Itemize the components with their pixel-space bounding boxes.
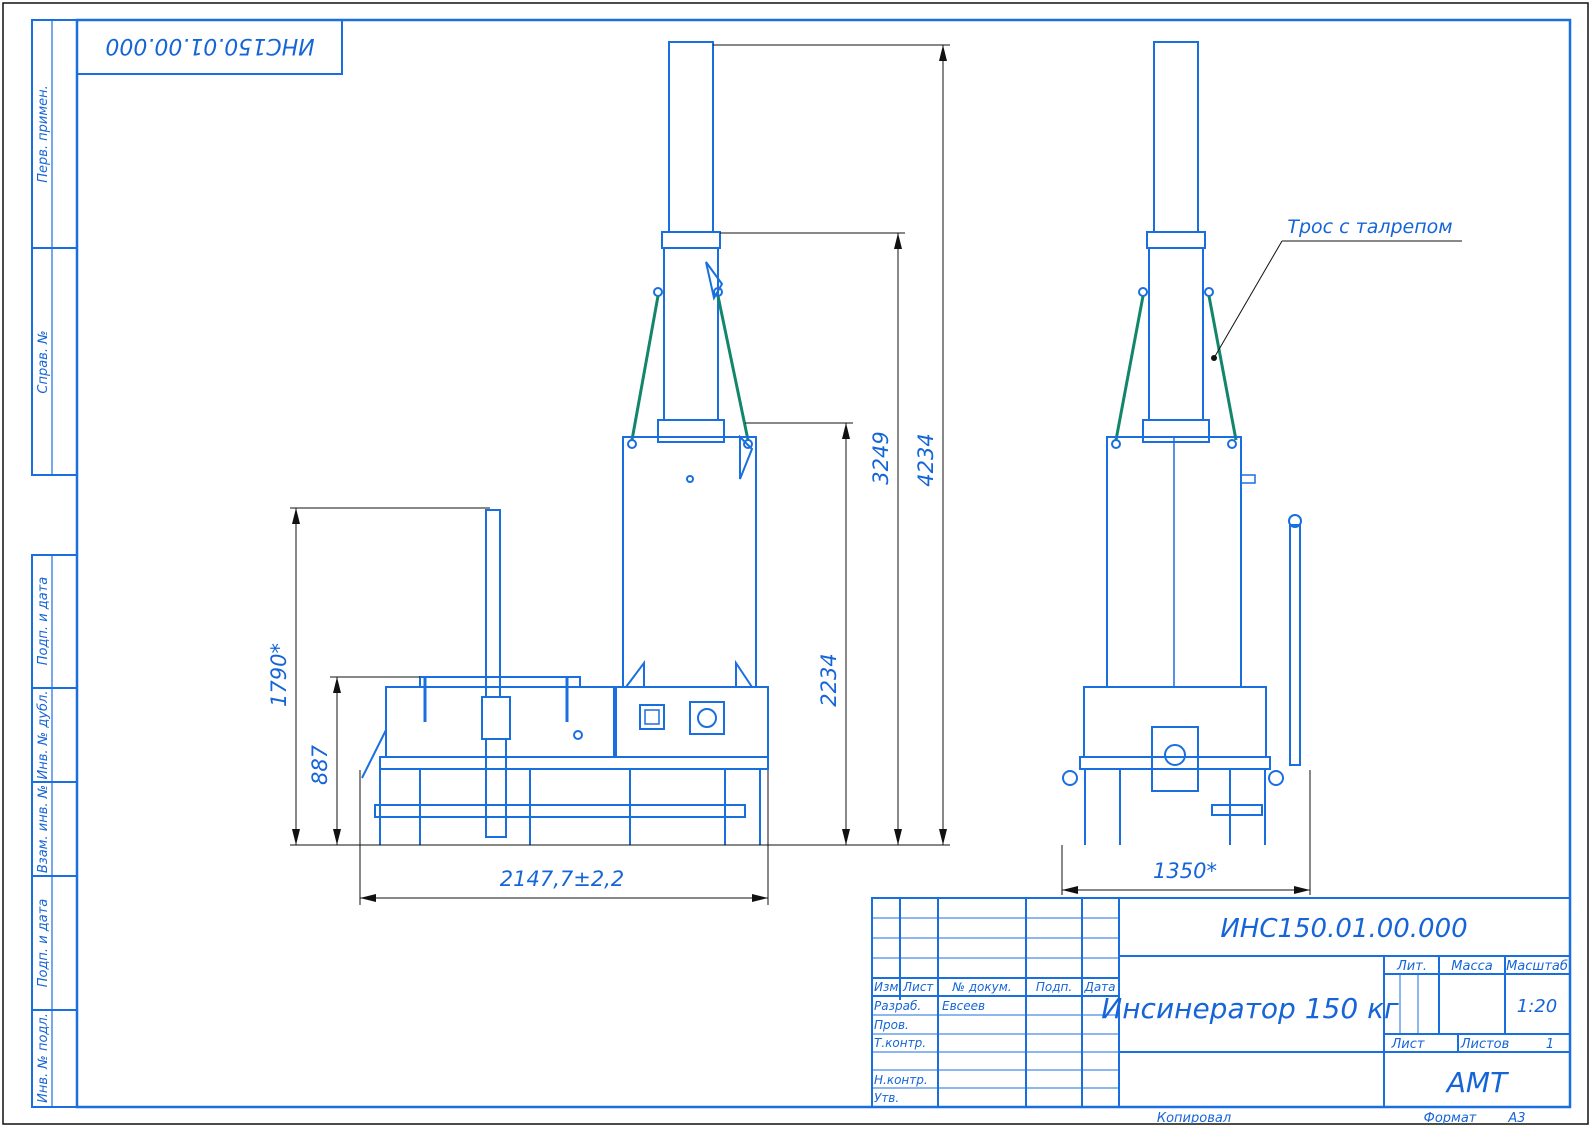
drawing-title: Инсинератор 150 кг xyxy=(1101,992,1399,1025)
side-view xyxy=(1062,41,1302,845)
dim-front-length: 2147,7±2,2 xyxy=(500,867,624,891)
col-list: Лист xyxy=(902,980,934,994)
header-scale: Масштаб xyxy=(1506,959,1568,974)
dim-height-to-body-top: 2234 xyxy=(817,653,841,706)
header-sheet: Лист xyxy=(1391,1037,1425,1052)
stamp-vzam-inv: Взам. инв. № xyxy=(36,785,51,873)
footer-format-value: А3 xyxy=(1507,1111,1525,1126)
dim-side-width: 1350* xyxy=(1153,859,1217,883)
cable-side-left xyxy=(1114,295,1145,441)
row-prov: Пров. xyxy=(874,1018,909,1032)
footer-copied: Копировал xyxy=(1157,1111,1231,1126)
dim-overall-height: 4234 xyxy=(914,433,938,486)
dim-height-to-flange: 3249 xyxy=(869,431,893,484)
cable-label: Трос с талрепом xyxy=(1287,216,1452,238)
title-block-grid xyxy=(871,897,1571,1108)
cable-front-right xyxy=(716,295,750,441)
row-nkontr: Н.контр. xyxy=(874,1073,928,1087)
stamp-inv-dubl: Инв. № дубл. xyxy=(36,691,51,780)
mirrored-code: ИНС150.01.00.000 xyxy=(105,33,314,58)
stamp-inv-podl: Инв. № подл. xyxy=(36,1013,51,1103)
dimension-arrows xyxy=(292,45,1310,902)
stamp-perv-primen: Перв. примен. xyxy=(36,85,51,183)
front-view xyxy=(361,41,769,845)
dimension-lines xyxy=(290,44,1462,905)
row-tkontr: Т.контр. xyxy=(874,1036,926,1050)
stamp-podp-data-2: Подп. и дата xyxy=(36,899,51,988)
row-utv: Утв. xyxy=(874,1091,899,1105)
stamp-podp-data-1: Подп. и дата xyxy=(36,577,51,666)
footer-format-label: Формат xyxy=(1424,1111,1477,1126)
organization: АМТ xyxy=(1445,1066,1509,1099)
col-date: Дата xyxy=(1083,980,1115,994)
header-sheets: Листов xyxy=(1460,1037,1510,1052)
header-mass: Масса xyxy=(1451,959,1492,974)
sheets-total: 1 xyxy=(1546,1037,1554,1052)
col-izm: Изм. xyxy=(874,980,902,994)
scale-value: 1:20 xyxy=(1517,996,1557,1017)
dim-deck-height: 887 xyxy=(308,744,332,785)
stamp-sprav-no: Справ. № xyxy=(36,330,51,393)
developer-name: Евсеев xyxy=(942,999,985,1013)
col-doc: № докум. xyxy=(951,980,1011,994)
col-sign: Подп. xyxy=(1036,980,1072,994)
row-razrab: Разраб. xyxy=(874,999,921,1013)
cable-front-left xyxy=(630,295,660,441)
header-lit: Лит. xyxy=(1396,959,1427,974)
drawing-code: ИНС150.01.00.000 xyxy=(1220,914,1467,944)
cable-side-right xyxy=(1207,295,1238,441)
dim-loader-height: 1790* xyxy=(267,643,291,707)
side-stamp-column xyxy=(31,19,78,1108)
